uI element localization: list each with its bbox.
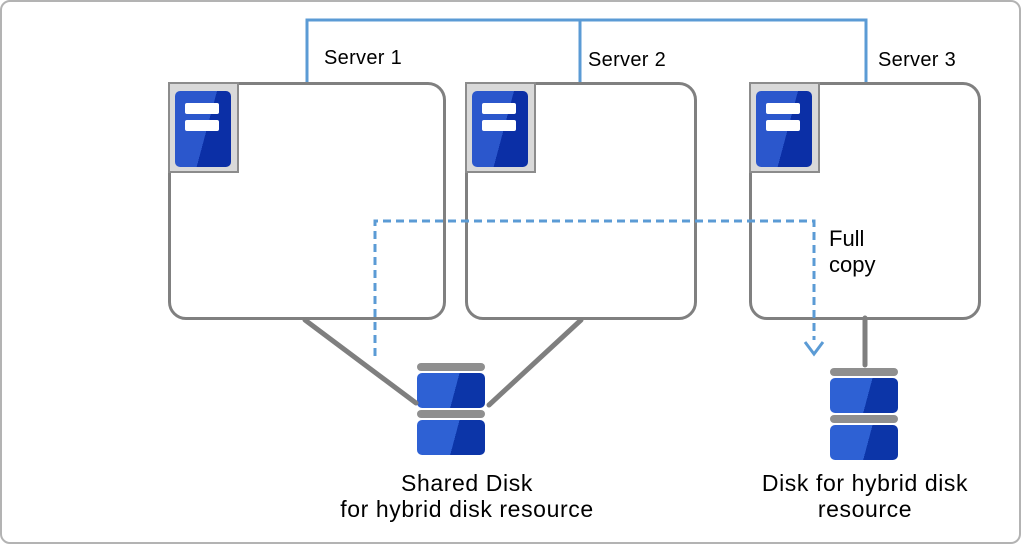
server1-label: Server 1 (324, 47, 402, 69)
server3-label: Server 3 (878, 49, 956, 71)
server2-box (465, 82, 697, 320)
disk-body (417, 420, 485, 455)
full-copy-label: Full copy (829, 226, 876, 277)
server-icon (168, 82, 239, 173)
disk-body (417, 373, 485, 408)
server-icon-slot (766, 103, 800, 114)
server-icon-slot (482, 103, 516, 114)
server-icon-body (756, 91, 812, 167)
server-icon-slot (482, 120, 516, 131)
server1-box (168, 82, 446, 320)
full-copy-arrowhead-icon (803, 341, 825, 357)
disk-platter-cap (417, 410, 485, 418)
server-icon-body (175, 91, 231, 167)
server-icon-slot (185, 120, 219, 131)
disk-platter-cap (830, 368, 898, 376)
server1-shared-disk-line (302, 317, 419, 406)
disk-body (830, 425, 898, 460)
server-icon-body (472, 91, 528, 167)
disk-platter-cap (830, 415, 898, 423)
server2-shared-disk-line (486, 317, 584, 408)
server-icon (749, 82, 820, 173)
server-icon (465, 82, 536, 173)
disk-platter-cap (417, 363, 485, 371)
server-icon-slot (185, 103, 219, 114)
shared-disk-label: Shared Disk for hybrid disk resource (340, 470, 594, 522)
server-icon-slot (766, 120, 800, 131)
disk-body (830, 378, 898, 413)
hybrid-disk-label: Disk for hybrid disk resource (761, 470, 969, 522)
shared-disk-icon (417, 363, 485, 455)
server3-box (749, 82, 981, 320)
hybrid-disk-icon (830, 368, 898, 460)
server2-label: Server 2 (588, 49, 666, 71)
